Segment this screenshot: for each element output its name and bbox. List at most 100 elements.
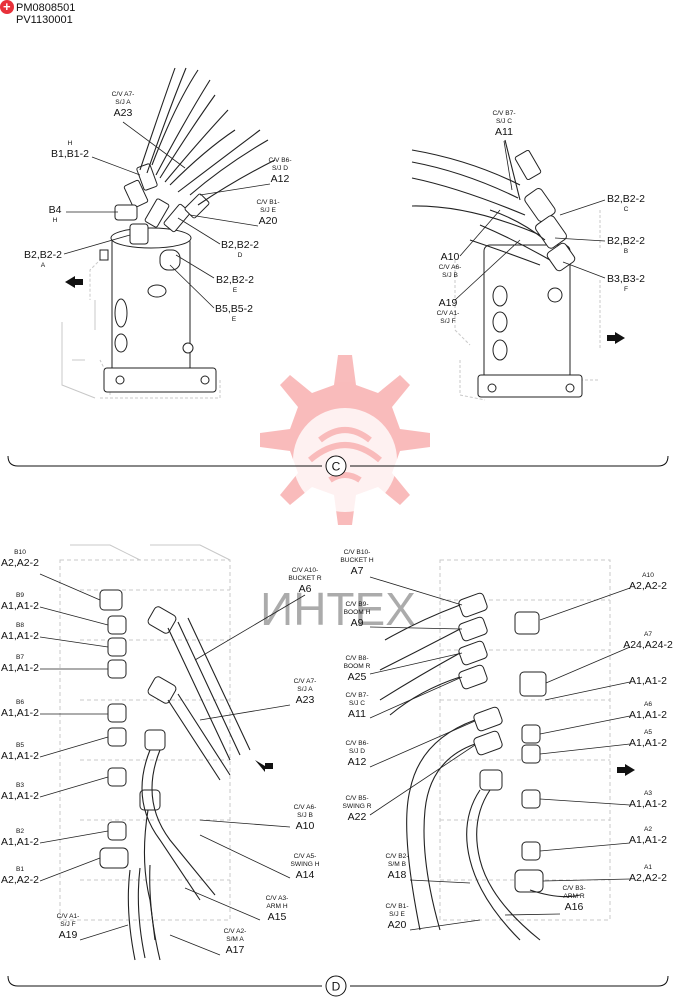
callout-part-code: A9 (351, 617, 364, 629)
callout-note: C/V A1- (57, 913, 80, 920)
leader-line (39, 573, 101, 601)
callout-note: C/V B9- (345, 601, 368, 608)
callout-part-code: A1,A1-2 (1, 630, 39, 642)
callout-part-code: A10 (441, 251, 460, 263)
callout-note: C/V A2- (224, 928, 247, 935)
callout-note: S/J B (442, 272, 458, 279)
callout-d-a7: C/V B10-BUCKET HA7 (340, 549, 463, 606)
callout-part-code: A25 (348, 671, 367, 683)
callout-note: C/V A6- (294, 804, 317, 811)
callout-part-code: A2,A2-2 (1, 557, 39, 569)
callout-note: C/V A10- (292, 567, 318, 574)
callout-d-a9: C/V B9-BOOM HA9 (344, 601, 463, 630)
callout-part-code: A1,A1-2 (629, 675, 667, 687)
callout-part-code: A14 (296, 869, 315, 881)
callout-part-code: A12 (271, 173, 290, 185)
callout-note: C/V A7- (112, 91, 135, 98)
callout-note: B8 (16, 622, 24, 629)
callout-note: C/V B1- (256, 199, 279, 206)
callout-part-code: A20 (388, 919, 407, 931)
leader-line (454, 239, 521, 301)
leader-line (199, 183, 271, 196)
leader-line (39, 736, 109, 758)
callout-part-code: A1,A1-2 (629, 798, 667, 810)
callout-note: B7 (16, 654, 24, 661)
leader-line (184, 887, 261, 921)
callout-note: S/J E (260, 207, 276, 214)
callout-note: S/J E (389, 911, 405, 918)
callout-part-code: A1,A1-2 (629, 737, 667, 749)
leader-line (409, 879, 471, 884)
view-d-marker (325, 975, 347, 997)
callout-note: B2 (16, 828, 24, 835)
callout-part-code: A1,A1-2 (629, 834, 667, 846)
callout-c-b4: B4H (49, 204, 118, 224)
leader-line (194, 594, 306, 661)
callout-c-b2d: B2,B2-2D (177, 217, 259, 259)
callout-part-code: A20 (259, 215, 278, 227)
view-d-bracket (7, 975, 669, 987)
leader-line (169, 934, 221, 956)
leader-line (39, 830, 109, 844)
leader-line (199, 819, 291, 828)
callout-note: D (238, 252, 243, 259)
callout-note: ARM H (266, 903, 287, 910)
callout-note: H (53, 217, 58, 224)
callout-note: C (624, 206, 629, 213)
callout-note: C/V A6- (439, 264, 462, 271)
watermark-text: ИНТЕХ (260, 583, 416, 635)
callout-note: C/V B1- (385, 903, 408, 910)
leader-line (539, 798, 631, 806)
swivel-joint-left-drawing (61, 67, 276, 399)
callout-part-code: A12 (348, 756, 367, 768)
callout-note: A1 (644, 864, 652, 871)
callout-part-code: A11 (495, 126, 513, 138)
callout-note: C/V A3- (266, 895, 289, 902)
callout-c-b2e: B2,B2-2E (175, 254, 254, 294)
callout-note: C/V A1- (437, 310, 460, 317)
callout-part-code: A16 (565, 901, 584, 913)
callout-note: A10 (642, 572, 654, 579)
callout-note: A7 (644, 631, 652, 638)
view-c-letter: C (332, 460, 341, 474)
callout-note: B3 (16, 782, 24, 789)
callout-note: C/V A7- (294, 678, 317, 685)
callout-note: A (41, 262, 46, 269)
callout-note: E (233, 287, 238, 294)
callout-note: S/J A (115, 99, 131, 106)
badge-plus-icon: + (3, 0, 11, 14)
leader-line (545, 646, 631, 684)
callout-note: BUCKET R (288, 575, 321, 582)
callout-part-code: A1,A1-2 (1, 750, 39, 762)
callout-note: C/V B5- (345, 795, 368, 802)
callout-note: C/V B2- (385, 853, 408, 860)
callout-part-code: A2,A2-2 (1, 874, 39, 886)
leader-line (39, 636, 109, 648)
callout-note: B (624, 248, 629, 255)
leader-line (199, 834, 291, 879)
callout-part-code: A10 (296, 820, 315, 832)
leader-line (369, 576, 463, 606)
leader-line (369, 626, 463, 630)
callout-note: BOOM H (344, 609, 371, 616)
leader-line (539, 715, 631, 735)
callout-part-code: A7 (351, 565, 364, 577)
callout-note: B6 (16, 699, 24, 706)
